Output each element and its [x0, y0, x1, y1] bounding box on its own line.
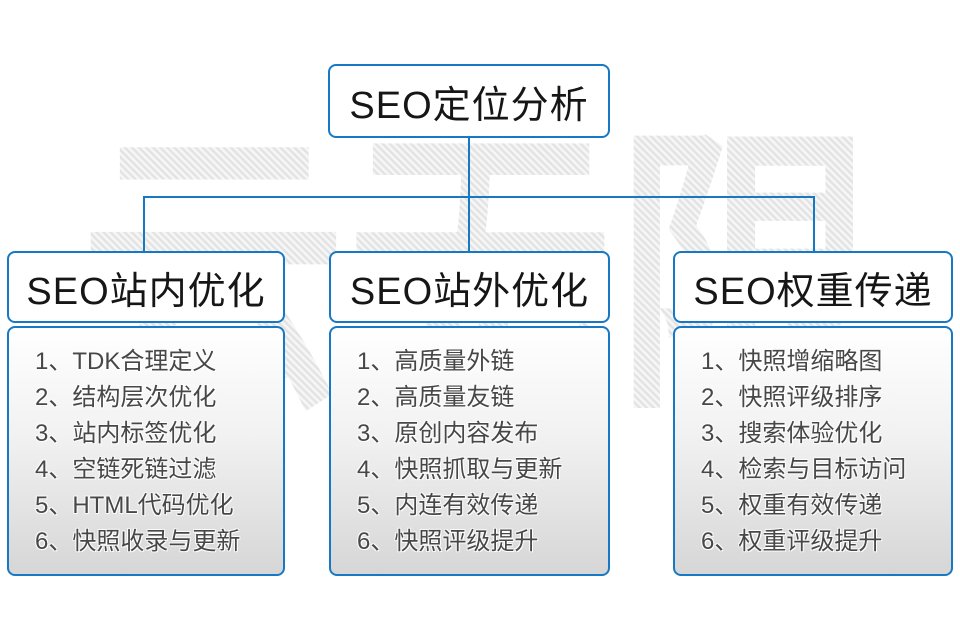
- connector-right-drop: [813, 197, 815, 252]
- column-offsite-panel: 1、高质量外链 2、高质量友链 3、原创内容发布 4、快照抓取与更新 5、内连有…: [329, 326, 610, 576]
- column-weight-title: SEO权重传递: [693, 270, 933, 313]
- list-item: 2、快照评级排序: [701, 384, 883, 411]
- connector-left-drop: [143, 197, 145, 252]
- list-item: 3、搜索体验优化: [701, 420, 883, 447]
- list-item: 1、高质量外链: [357, 348, 515, 375]
- column-onsite-list: 1、TDK合理定义 2、结构层次优化 3、站内标签优化 4、空链死链过滤 5、H…: [35, 344, 275, 560]
- column-onsite-panel: 1、TDK合理定义 2、结构层次优化 3、站内标签优化 4、空链死链过滤 5、H…: [7, 326, 285, 576]
- list-item: 6、快照收录与更新: [35, 528, 241, 555]
- column-onsite-header: SEO站内优化: [7, 251, 285, 323]
- list-item: 5、内连有效传递: [357, 492, 539, 519]
- connector-root-drop: [468, 138, 470, 197]
- column-offsite-header: SEO站外优化: [329, 251, 610, 323]
- list-item: 3、站内标签优化: [35, 420, 217, 447]
- list-item: 2、结构层次优化: [35, 384, 217, 411]
- list-item: 4、快照抓取与更新: [357, 456, 563, 483]
- list-item: 1、TDK合理定义: [35, 348, 217, 375]
- root-node: SEO定位分析: [328, 64, 610, 138]
- connector-middle-drop: [468, 197, 470, 252]
- column-offsite-title: SEO站外优化: [349, 270, 590, 313]
- list-item: 5、HTML代码优化: [35, 492, 234, 519]
- list-item: 3、原创内容发布: [357, 420, 539, 447]
- list-item: 2、高质量友链: [357, 384, 515, 411]
- column-weight-panel: 1、快照增缩略图 2、快照评级排序 3、搜索体验优化 4、检索与目标访问 5、权…: [673, 326, 953, 576]
- list-item: 1、快照增缩略图: [701, 348, 883, 375]
- list-item: 6、快照评级提升: [357, 528, 539, 555]
- column-weight-list: 1、快照增缩略图 2、快照评级排序 3、搜索体验优化 4、检索与目标访问 5、权…: [701, 344, 943, 560]
- column-onsite-title: SEO站内优化: [26, 270, 266, 313]
- list-item: 4、检索与目标访问: [701, 456, 907, 483]
- list-item: 6、权重评级提升: [701, 528, 883, 555]
- list-item: 4、空链死链过滤: [35, 456, 217, 483]
- connector-horizontal: [143, 196, 815, 198]
- column-weight-header: SEO权重传递: [673, 251, 953, 323]
- list-item: 5、权重有效传递: [701, 492, 883, 519]
- root-node-title: SEO定位分析: [349, 84, 589, 127]
- column-offsite-list: 1、高质量外链 2、高质量友链 3、原创内容发布 4、快照抓取与更新 5、内连有…: [357, 344, 600, 560]
